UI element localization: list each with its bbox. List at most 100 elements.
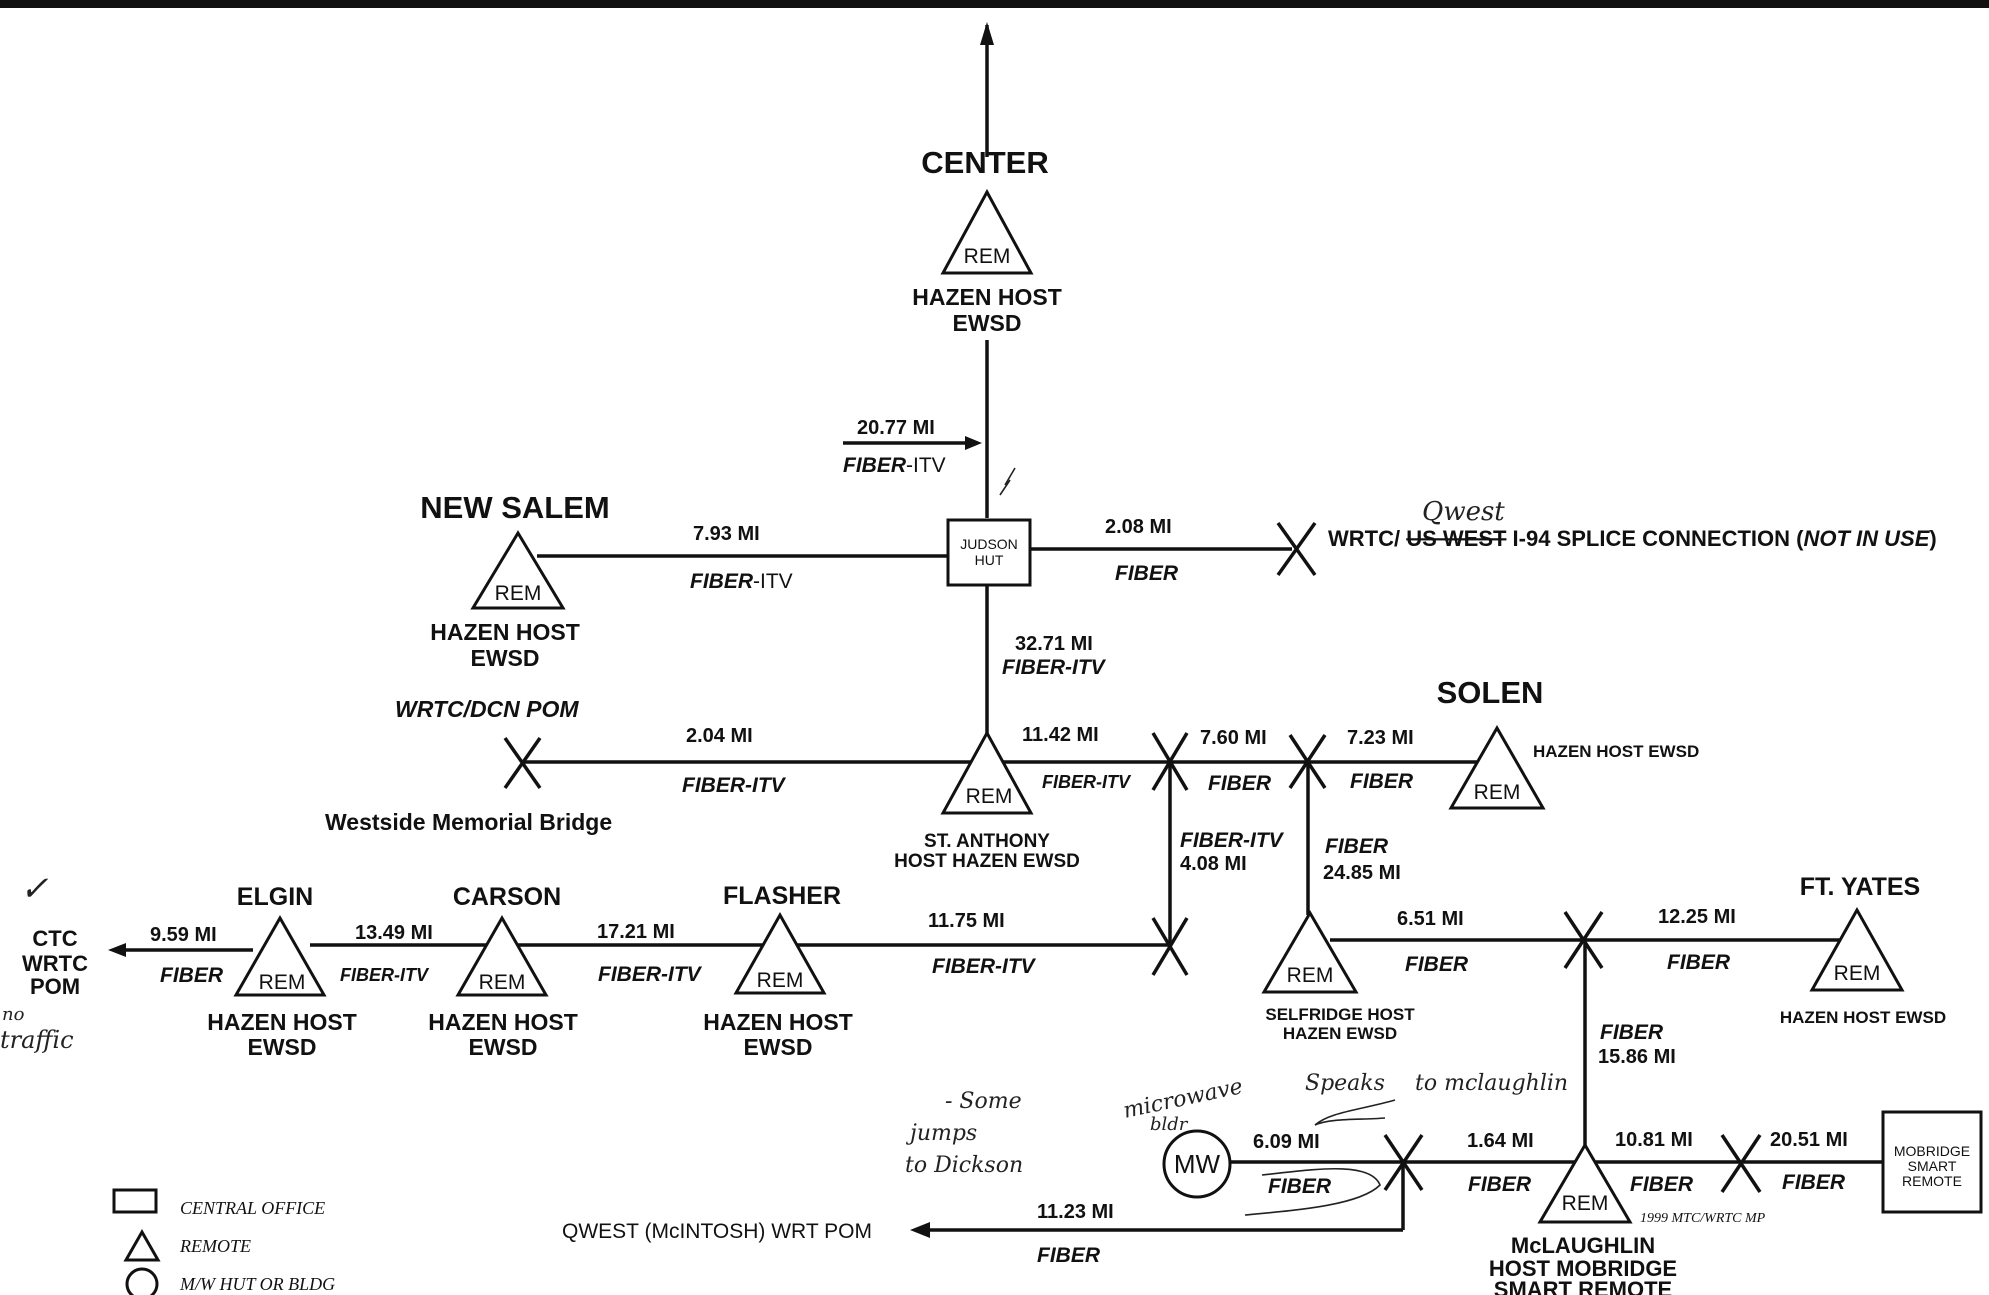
link-judson-wrtc-medium: FIBER bbox=[1115, 562, 1179, 585]
flasher-host1: HAZEN HOST bbox=[703, 1009, 853, 1035]
link-mw-x4-miles: 6.09 MI bbox=[1253, 1131, 1320, 1153]
wrtc-dcn-pom: WRTC/DCN POM bbox=[395, 696, 579, 722]
legend-hut-label: M/W HUT OR BLDG bbox=[179, 1274, 335, 1294]
qwest-arrowhead bbox=[910, 1222, 930, 1238]
mw-label: MW bbox=[1174, 1149, 1221, 1179]
mclaughlin-rem: REM bbox=[1562, 1192, 1609, 1215]
mobridge-node: MOBRIDGE SMART REMOTE bbox=[1894, 1143, 1970, 1189]
network-lines bbox=[108, 22, 1883, 1238]
link-judson-stanthony-miles: 32.71 MI bbox=[1015, 633, 1093, 655]
flasher-node: FLASHER REM HAZEN HOST EWSD bbox=[703, 882, 853, 1060]
hand-qwest: Qwest bbox=[1422, 497, 1505, 527]
solen-node: SOLEN REM HAZEN HOST EWSD bbox=[1437, 675, 1700, 804]
legend: CENTRAL OFFICE REMOTE M/W HUT OR BLDG bbox=[112, 1188, 335, 1295]
judson-hut-box bbox=[946, 518, 1032, 587]
solen-name: SOLEN bbox=[1437, 675, 1544, 710]
ctc-node: CTC WRTC POM bbox=[22, 926, 88, 999]
solen-remote-triangle bbox=[1448, 724, 1546, 810]
ctc-line2: WRTC bbox=[22, 951, 88, 976]
new-salem-host2: EWSD bbox=[471, 645, 540, 671]
elgin-name: ELGIN bbox=[237, 883, 313, 911]
splice-x-3 bbox=[1563, 911, 1604, 969]
legend-hut-symbol bbox=[125, 1267, 159, 1295]
hand-no: no bbox=[2, 1004, 25, 1025]
new-salem-node: NEW SALEM REM HAZEN HOST EWSD bbox=[420, 490, 609, 671]
st-anthony-remote-triangle bbox=[940, 729, 1034, 815]
link-center-judson-miles: 20.77 MI bbox=[857, 417, 935, 439]
link-center-judson-medium: FIBER-ITV bbox=[843, 454, 946, 477]
splice-x-flasher bbox=[1151, 917, 1189, 976]
mclaughlin-host2: HOST MOBRIDGE bbox=[1489, 1256, 1677, 1281]
fiber-itv-pointer-arrowhead bbox=[965, 436, 982, 450]
mclaughlin-remote-triangle bbox=[1537, 1142, 1633, 1224]
link-elgin-carson-medium: FIBER-ITV bbox=[340, 965, 430, 985]
elgin-rem: REM bbox=[259, 971, 306, 994]
link-selfridge-x3-miles: 6.51 MI bbox=[1397, 908, 1464, 930]
link-newsalem-judson-miles: 7.93 MI bbox=[693, 523, 760, 545]
elgin-remote-triangle bbox=[233, 914, 327, 997]
ctc-line1: CTC bbox=[32, 926, 77, 951]
mobridge-line1: MOBRIDGE bbox=[1894, 1143, 1970, 1159]
link-x1-x2-miles: 7.60 MI bbox=[1200, 727, 1267, 749]
link-stanthony-x1-miles: 11.42 MI bbox=[1022, 724, 1099, 746]
westside-bridge: Westside Memorial Bridge bbox=[325, 809, 612, 835]
splice-x-4 bbox=[1383, 1134, 1424, 1191]
selfridge-rem: REM bbox=[1287, 964, 1334, 987]
st-anthony-node: REM ST. ANTHONY HOST HAZEN EWSD bbox=[894, 785, 1080, 872]
link-carson-flasher-medium: FIBER-ITV bbox=[598, 963, 703, 986]
link-labels: 20.77 MI FIBER-ITV 7.93 MI FIBER-ITV 2.0… bbox=[150, 417, 1848, 1267]
hand-traffic: traffic bbox=[0, 1026, 74, 1054]
link-mclaughlin-x5-medium: FIBER bbox=[1630, 1173, 1694, 1196]
hand-to-dickson: to Dickson bbox=[905, 1153, 1023, 1178]
link-x3-ftyates-miles: 12.25 MI bbox=[1658, 906, 1736, 928]
flasher-remote-triangle bbox=[733, 911, 827, 995]
link-x2-selfridge-medium: FIBER bbox=[1325, 835, 1389, 858]
splice-x-2 bbox=[1288, 734, 1327, 789]
link-flasher-x-medium: FIBER-ITV bbox=[932, 955, 1037, 978]
link-x4-qwest-medium: FIBER bbox=[1037, 1244, 1101, 1267]
st-anthony-host1: ST. ANTHONY bbox=[924, 831, 1050, 852]
wrtc-splice-label: WRTC/ US WEST I-94 SPLICE CONNECTION (NO… bbox=[1328, 526, 1937, 551]
link-stanthony-x1-medium: FIBER-ITV bbox=[1042, 772, 1132, 792]
selfridge-host1: SELFRIDGE HOST bbox=[1265, 1005, 1415, 1024]
new-salem-host1: HAZEN HOST bbox=[430, 619, 580, 645]
link-x4-mclaughlin-medium: FIBER bbox=[1468, 1173, 1532, 1196]
link-flasher-x-miles: 11.75 MI bbox=[928, 910, 1005, 932]
flasher-name: FLASHER bbox=[723, 882, 841, 910]
link-x3-ftyates-medium: FIBER bbox=[1667, 951, 1731, 974]
ft-yates-host: HAZEN HOST EWSD bbox=[1780, 1008, 1946, 1027]
solen-rem: REM bbox=[1474, 781, 1521, 804]
link-newsalem-judson-medium: FIBER-ITV bbox=[690, 570, 793, 593]
mclaughlin-node: REM 1999 MTC/WRTC MP McLAUGHLIN HOST MOB… bbox=[1489, 1192, 1766, 1295]
link-ctc-elgin-miles: 9.59 MI bbox=[150, 924, 217, 946]
judson-line2: HUT bbox=[975, 552, 1004, 568]
selfridge-node: REM SELFRIDGE HOST HAZEN EWSD bbox=[1265, 964, 1415, 1043]
link-x1-down-miles: 4.08 MI bbox=[1180, 853, 1247, 875]
hand-some: - Some bbox=[945, 1089, 1022, 1114]
judson-line1: JUDSON bbox=[960, 536, 1018, 552]
splice-x-wrtc bbox=[1276, 521, 1317, 577]
link-x5-mobridge-miles: 20.51 MI bbox=[1770, 1129, 1848, 1151]
hand-to-mclaughlin: to mclaughlin bbox=[1415, 1071, 1568, 1096]
link-x4-qwest-miles: 11.23 MI bbox=[1037, 1201, 1114, 1223]
link-x4-mclaughlin-miles: 1.64 MI bbox=[1467, 1130, 1534, 1152]
link-ctc-elgin-medium: FIBER bbox=[160, 964, 224, 987]
new-salem-rem: REM bbox=[495, 582, 542, 605]
mclaughlin-host1: McLAUGHLIN bbox=[1511, 1233, 1655, 1258]
ft-yates-rem: REM bbox=[1834, 962, 1881, 985]
splice-x-westside bbox=[503, 736, 542, 790]
uplink-arrowhead bbox=[980, 22, 994, 45]
link-x1-down-medium: FIBER-ITV bbox=[1180, 829, 1285, 852]
solen-host: HAZEN HOST EWSD bbox=[1533, 742, 1699, 761]
ft-yates-node: FT. YATES REM HAZEN HOST EWSD bbox=[1780, 873, 1946, 1027]
flasher-rem: REM bbox=[757, 969, 804, 992]
splice-x-5 bbox=[1720, 1134, 1762, 1193]
center-remote-triangle bbox=[940, 188, 1034, 275]
legend-remote-symbol bbox=[123, 1228, 161, 1262]
carson-host1: HAZEN HOST bbox=[428, 1009, 578, 1035]
link-westside-stanthony-medium: FIBER-ITV bbox=[682, 774, 787, 797]
link-x3-mclaughlin-miles: 15.86 MI bbox=[1598, 1046, 1676, 1068]
link-selfridge-x3-medium: FIBER bbox=[1405, 953, 1469, 976]
handwritten-annotations: Qwest microwave bldr Speaks to mclaughli… bbox=[0, 467, 1568, 1216]
